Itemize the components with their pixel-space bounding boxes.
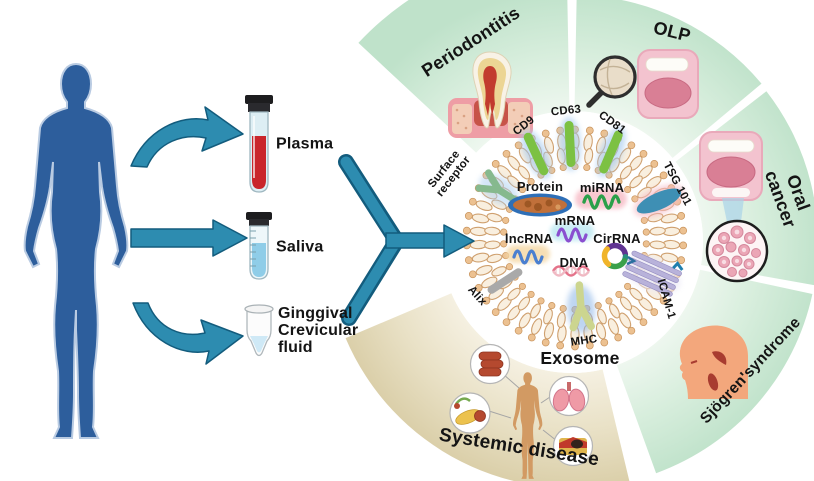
cd81-protein xyxy=(599,130,623,174)
mirna-icon xyxy=(575,189,627,210)
lncrna-icon xyxy=(506,245,550,265)
mrna-icon xyxy=(550,223,594,243)
cancer-cells-icon xyxy=(705,219,769,283)
pancreas-icon xyxy=(449,392,491,434)
tsg101-protein xyxy=(636,188,682,214)
dna-icon xyxy=(552,265,590,277)
arrow-to-gcf xyxy=(132,302,244,365)
human-body-figure xyxy=(23,63,129,439)
gcf-tube-icon xyxy=(244,304,274,357)
intestine-icon xyxy=(469,343,511,385)
mouth-icon xyxy=(637,49,699,119)
cirrna-icon xyxy=(601,242,637,270)
mouth-icon xyxy=(699,131,763,201)
icam1-protein xyxy=(622,250,684,297)
oral-cancer-icon xyxy=(699,131,769,283)
merge-arrow-to-exosome xyxy=(338,154,475,326)
cd9-protein xyxy=(523,132,549,176)
protein-icon xyxy=(508,193,572,217)
cd63-protein xyxy=(564,121,576,167)
sjogren-face-icon xyxy=(679,325,748,399)
plasma-tube-icon xyxy=(245,95,273,193)
arrow-to-saliva xyxy=(130,219,248,257)
alix-protein xyxy=(487,268,523,294)
mhc-protein xyxy=(569,281,595,332)
beam xyxy=(722,198,744,222)
saliva-tube-icon xyxy=(246,212,272,280)
lungs-icon xyxy=(548,375,590,417)
arrow-to-plasma xyxy=(130,106,244,168)
magnifier-icon xyxy=(586,55,637,108)
systemic-disease-icon xyxy=(449,343,594,479)
liver-icon xyxy=(552,425,594,467)
tooth-icon xyxy=(448,51,533,138)
olp-icon xyxy=(586,49,699,119)
